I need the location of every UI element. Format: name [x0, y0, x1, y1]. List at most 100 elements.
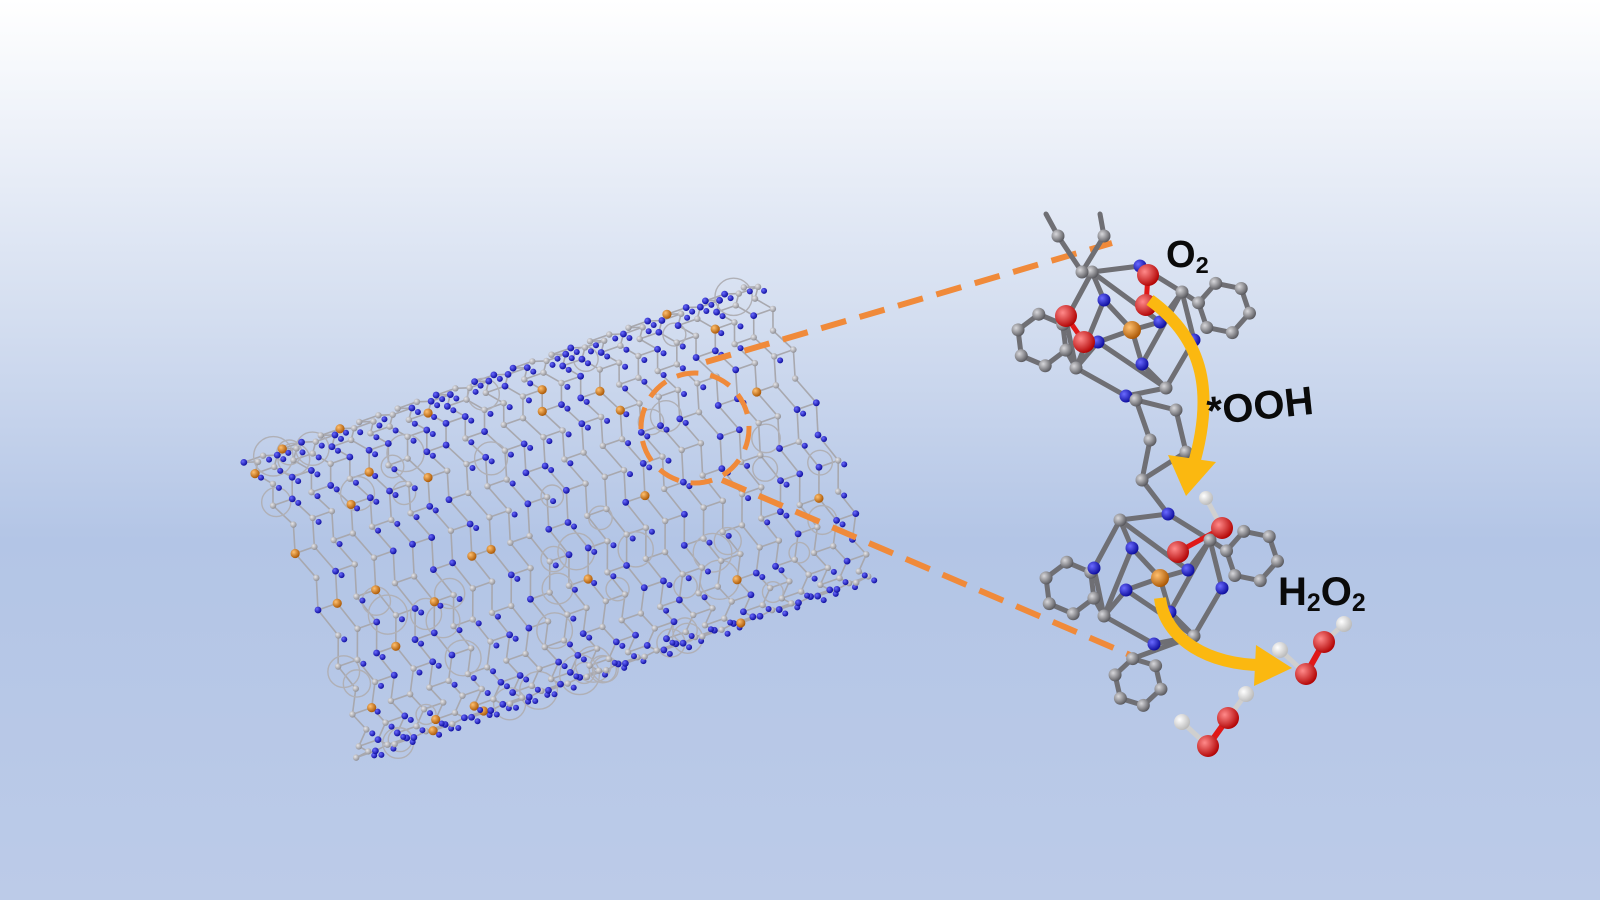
framework-bond	[375, 652, 395, 676]
framework-nitrogen-atom	[861, 572, 868, 579]
framework-carbon-atom	[824, 564, 832, 572]
framework-carbon-atom	[596, 366, 604, 373]
framework-carbon-atom	[635, 352, 642, 360]
framework-carbon-atom	[682, 628, 689, 636]
arrowhead-h2o2	[1254, 645, 1292, 686]
framework-nitrogen-atom	[679, 639, 687, 647]
framework-carbon-atom	[731, 319, 738, 326]
framework-carbon-atom	[352, 685, 359, 692]
framework-bond	[505, 659, 521, 677]
framework-bond	[773, 348, 794, 358]
framework-nitrogen-atom	[315, 518, 322, 525]
framework-nitrogen-atom	[490, 668, 497, 675]
framework-bond	[523, 443, 527, 473]
framework-nitrogen-atom	[559, 362, 567, 370]
framework-bond	[394, 575, 415, 584]
framework-metal-atom	[346, 499, 356, 510]
framework-nitrogen-atom	[679, 365, 686, 372]
framework-carbon-atom	[618, 435, 626, 443]
h2o2-label-h: H	[1278, 570, 1307, 614]
framework-nitrogen-atom	[578, 420, 586, 428]
framework-nitrogen-atom	[811, 575, 818, 582]
framework-carbon-atom	[620, 466, 628, 474]
zoom-line-top	[705, 240, 1113, 365]
framework-nitrogen-atom	[716, 433, 724, 440]
framework-carbon-atom	[679, 571, 686, 578]
framework-nitrogen-atom	[410, 437, 417, 444]
framework-nitrogen-atom	[793, 406, 801, 413]
framework-nitrogen-atom	[747, 591, 755, 599]
framework-nitrogen-atom	[386, 487, 393, 495]
nitrogen-atom	[1119, 583, 1133, 597]
framework-nitrogen-atom	[541, 462, 549, 470]
framework-carbon-atom	[564, 680, 571, 687]
carbon-atom	[1220, 544, 1234, 558]
framework-carbon-atom	[719, 528, 726, 536]
framework-carbon-atom	[728, 598, 735, 605]
framework-carbon-atom	[697, 440, 705, 447]
framework-ring	[380, 454, 405, 479]
framework-nitrogen-atom	[549, 361, 556, 368]
framework-bond	[395, 645, 415, 669]
carbon-atom	[1262, 530, 1276, 544]
framework-carbon-atom	[690, 611, 697, 619]
framework-nitrogen-atom	[472, 388, 479, 395]
framework-bond	[754, 297, 774, 310]
framework-carbon-atom	[481, 406, 488, 414]
framework-nitrogen-atom	[604, 417, 611, 424]
framework-nitrogen-atom	[432, 507, 439, 514]
framework-carbon-atom	[500, 421, 507, 429]
framework-nitrogen-atom	[713, 308, 720, 316]
framework-nitrogen-atom	[434, 402, 441, 409]
framework-nitrogen-atom	[641, 378, 648, 385]
framework-bond	[562, 365, 582, 377]
framework-bond	[489, 509, 509, 519]
framework-bond	[740, 454, 761, 463]
framework-nitrogen-atom	[430, 629, 438, 637]
carbon-atom	[1126, 652, 1140, 666]
framework-nitrogen-atom	[481, 428, 488, 435]
framework-nitrogen-atom	[315, 454, 322, 461]
molecule-bond	[1139, 477, 1171, 517]
framework-bond	[700, 443, 704, 476]
framework-bond	[529, 598, 549, 622]
framework-bond	[664, 551, 684, 575]
framework-bond	[333, 532, 354, 541]
framework-bond	[294, 552, 317, 579]
framework-nitrogen-atom	[504, 370, 512, 378]
framework-nitrogen-atom	[373, 618, 381, 626]
framework-nitrogen-atom	[654, 345, 661, 353]
framework-bond	[619, 345, 639, 357]
framework-nitrogen-atom	[299, 449, 306, 456]
framework-nitrogen-atom	[354, 505, 361, 512]
framework-bond	[792, 349, 796, 379]
framework-carbon-atom	[699, 472, 706, 479]
carbon-atom	[1085, 265, 1099, 279]
framework-nitrogen-atom	[288, 473, 296, 481]
framework-bond	[568, 585, 588, 609]
framework-carbon-atom	[404, 433, 411, 440]
framework-nitrogen-atom	[428, 534, 436, 541]
framework-metal-atom	[486, 544, 496, 555]
framework-nitrogen-atom	[611, 659, 618, 666]
framework-bond	[336, 602, 359, 630]
molecule-bond	[1095, 339, 1169, 391]
framework-nitrogen-atom	[388, 723, 395, 730]
framework-bond	[409, 668, 415, 695]
framework-metal-atom	[290, 548, 300, 559]
framework-nitrogen-atom	[490, 371, 498, 379]
framework-bond	[486, 666, 502, 683]
framework-bond	[430, 537, 435, 570]
framework-ring	[807, 449, 834, 476]
carbon-atom	[1087, 591, 1101, 605]
carbon-atom	[1038, 359, 1052, 373]
carbon-atom	[1169, 403, 1183, 417]
framework-carbon-atom	[699, 633, 706, 640]
nitrogen-atom	[1181, 563, 1195, 577]
framework-carbon-atom	[758, 484, 765, 491]
framework-nitrogen-atom	[423, 426, 431, 434]
framework-bond	[774, 565, 790, 582]
framework-nitrogen-atom	[688, 632, 695, 639]
framework-ring	[342, 669, 372, 698]
framework-carbon-atom	[546, 589, 553, 596]
